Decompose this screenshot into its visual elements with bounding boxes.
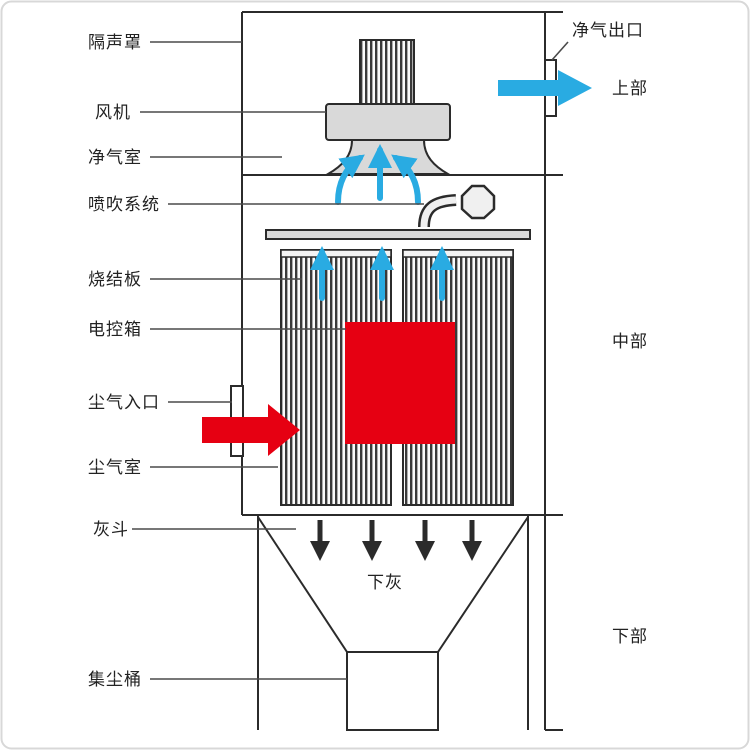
dust-bucket <box>346 651 439 731</box>
label-sound-enclosure: 隔声罩 <box>88 33 142 53</box>
leader-lines <box>132 41 569 680</box>
leader-line <box>551 41 569 61</box>
section-ticks <box>545 11 563 731</box>
hopper-right-slope <box>437 516 529 653</box>
fan-housing <box>325 103 451 141</box>
control-box <box>345 322 455 444</box>
label-dust-chamber: 尘气室 <box>88 458 142 478</box>
ash-down-arrows <box>310 520 482 561</box>
label-pulse-jet-system: 喷吹系统 <box>88 195 160 215</box>
label-clean-air-outlet: 净气出口 <box>572 21 644 41</box>
clean-air-flow-arrows <box>310 144 454 301</box>
label-upper-section: 上部 <box>612 79 648 99</box>
curved-up-arrow-icon <box>335 154 365 205</box>
tube-sheet-plate <box>265 229 531 240</box>
label-sintered-plate: 烧结板 <box>88 270 142 290</box>
pulse-jet-system <box>418 184 496 228</box>
hopper <box>257 515 529 730</box>
label-fan: 风机 <box>95 103 131 123</box>
curved-up-arrow-icon <box>391 154 421 205</box>
fan-assembly <box>324 39 452 175</box>
label-lower-section: 下部 <box>612 627 648 647</box>
label-clean-air-chamber: 净气室 <box>88 148 142 168</box>
label-middle-section: 中部 <box>612 332 648 352</box>
inlet-arrow-icon <box>202 404 300 456</box>
label-ash-discharge: 下灰 <box>367 573 403 593</box>
outlet-arrow-icon <box>498 70 592 106</box>
pulse-valve <box>460 184 496 220</box>
label-control-box: 电控箱 <box>88 320 142 340</box>
fan-motor-block <box>359 39 415 105</box>
filter-cap-right <box>402 249 514 258</box>
label-dust-inlet: 尘气入口 <box>88 393 160 413</box>
hopper-left-slope <box>257 516 348 653</box>
label-dust-bucket: 集尘桶 <box>88 670 142 690</box>
filter-cap-left <box>280 249 392 258</box>
label-ash-hopper: 灰斗 <box>93 520 129 540</box>
pulse-pipe <box>420 196 457 228</box>
